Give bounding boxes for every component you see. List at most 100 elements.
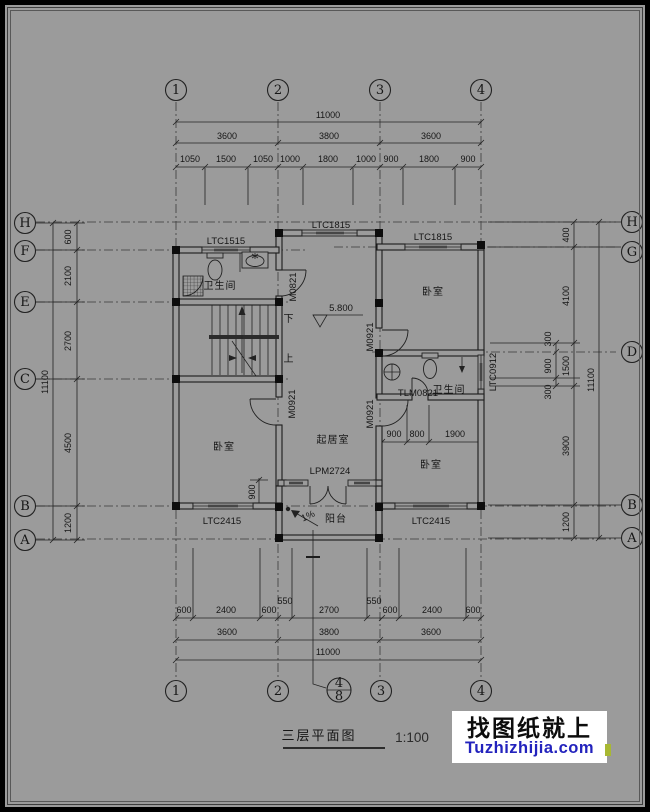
label-tlm0821: TLM0821 (398, 388, 438, 399)
dim-label: 1050 (253, 154, 273, 164)
grid-centerlines (36, 102, 616, 680)
dim-label: 1500 (561, 356, 571, 376)
drawing-scale: 1:100 (395, 730, 429, 745)
dim-label: 2700 (319, 605, 339, 615)
axis-h-right: H (626, 215, 637, 230)
dim-label: 550 (366, 596, 381, 606)
axis-b-left: B (20, 499, 30, 514)
dim-label: 900 (386, 429, 401, 439)
elevation-value: 5.800 (329, 303, 353, 314)
elevation-marker (312, 314, 363, 328)
label-ltc2415-right: LTC2415 (412, 516, 450, 527)
annotations-graphics (285, 314, 363, 703)
axis-3-top: 3 (376, 83, 384, 98)
window-ltc1515 (201, 246, 251, 254)
label-ltc0912: LTC0912 (488, 353, 499, 391)
sink-left (241, 251, 269, 269)
axis-e-left: E (20, 295, 30, 310)
label-ltc1815-middle: LTC1815 (312, 220, 350, 231)
label-m0821: M0821 (288, 272, 299, 301)
window-ltc1815-right (404, 243, 462, 251)
dim-label: 2400 (216, 605, 236, 615)
axis-1-bottom: 1 (172, 684, 180, 699)
window-ltc2415-right (394, 502, 468, 510)
axis-4-bottom: 4 (477, 684, 485, 699)
axis-d-right: D (627, 345, 637, 360)
dim-left-total: 11100 (40, 370, 50, 394)
dim-label: 1050 (180, 154, 200, 164)
label-m0921-lower-right: M0921 (365, 399, 376, 428)
dim-bottom-total: 11000 (316, 647, 340, 657)
dim-label: 800 (409, 429, 424, 439)
axis-2-top: 2 (274, 83, 282, 98)
dim-label: 3800 (319, 131, 339, 141)
dim-label: 3600 (217, 627, 237, 637)
room-label-bedroom-bottom-right: 卧室 (420, 458, 442, 471)
opening-labels: LTC1515 LTC1815 LTC1815 M0821 M0921 M092… (203, 220, 499, 527)
toilet-right (421, 352, 439, 379)
room-label-bedroom-left: 卧室 (213, 440, 235, 453)
label-ltc2415-left: LTC2415 (203, 516, 241, 527)
annotation-labels: 5.800 下 上 1% (284, 303, 353, 524)
door-tlm0821 (411, 377, 429, 395)
dim-label: 4500 (63, 433, 73, 453)
room-label-bathroom-right: 卫生间 (433, 383, 466, 396)
dim-label: 1000 (356, 154, 376, 164)
door-m0921-lower-left (249, 398, 277, 426)
axis-f-left: F (20, 244, 29, 259)
dimension-lines (36, 118, 621, 664)
dim-label: 3600 (217, 131, 237, 141)
dim-label: 300 (543, 384, 553, 399)
section-marker-num: 4 (335, 676, 343, 691)
fixtures (182, 251, 465, 381)
dim-label: 2100 (63, 266, 73, 286)
axis-4-top: 4 (477, 83, 485, 98)
watermark-chinese: 找图纸就上 (467, 715, 592, 742)
drawing-title: 三层平面图 (281, 728, 356, 743)
stair-up-label: 上 (284, 353, 295, 365)
axis-c-left: C (20, 372, 30, 387)
room-label-balcony: 阳台 (325, 512, 347, 525)
watermark-accent (605, 744, 611, 756)
doors (249, 269, 429, 505)
room-label-bedroom-top-right: 卧室 (422, 285, 444, 298)
dim-label: 2700 (63, 331, 73, 351)
window-lpm-left (283, 479, 309, 487)
dim-label: 900 (543, 358, 553, 373)
room-label-living: 起居室 (317, 433, 350, 446)
sink-right (383, 363, 401, 381)
windows (192, 229, 485, 510)
stair-handrail (209, 335, 279, 339)
dim-label: 1900 (445, 429, 465, 439)
label-ltc1815-right: LTC1815 (414, 232, 452, 243)
label-m0921-upper: M0921 (365, 322, 376, 351)
dim-label: 600 (176, 605, 191, 615)
axis-2-bottom: 2 (274, 684, 282, 699)
toilet-left (206, 252, 224, 281)
section-cut-mark (306, 530, 352, 703)
label-m0921-lower-left: M0921 (287, 389, 298, 418)
door-m0921-lower-right (381, 399, 409, 427)
window-ltc1815-middle (301, 229, 358, 237)
axis-3-bottom: 3 (377, 684, 385, 699)
dim-label: 900 (383, 154, 398, 164)
dimension-labels: 11000 3600 3800 3600 1050 1500 1050 1000… (40, 110, 596, 657)
watermark-site: Tuzhizhijia.com (464, 739, 595, 758)
floor-drain-arrow (459, 357, 465, 373)
section-marker-den: 8 (335, 689, 343, 704)
dim-label: 550 (277, 596, 292, 606)
label-ltc1515: LTC1515 (207, 236, 245, 247)
dim-label: 300 (543, 331, 553, 346)
axis-labels: 1 2 3 4 1 2 3 4 H F E C B A H G D B A 4 … (19, 83, 637, 704)
axis-b-right: B (627, 498, 637, 513)
dim-label: 600 (63, 229, 73, 244)
dim-label: 3900 (561, 436, 571, 456)
dim-label: 2400 (422, 605, 442, 615)
axis-a-right: A (626, 531, 637, 546)
dim-label: 1800 (318, 154, 338, 164)
dim-label: 1200 (63, 513, 73, 533)
title-block: 三层平面图 1:100 (281, 728, 429, 749)
room-labels: 卫生间 卫生间 卧室 卧室 卧室 起居室 阳台 (204, 279, 466, 525)
